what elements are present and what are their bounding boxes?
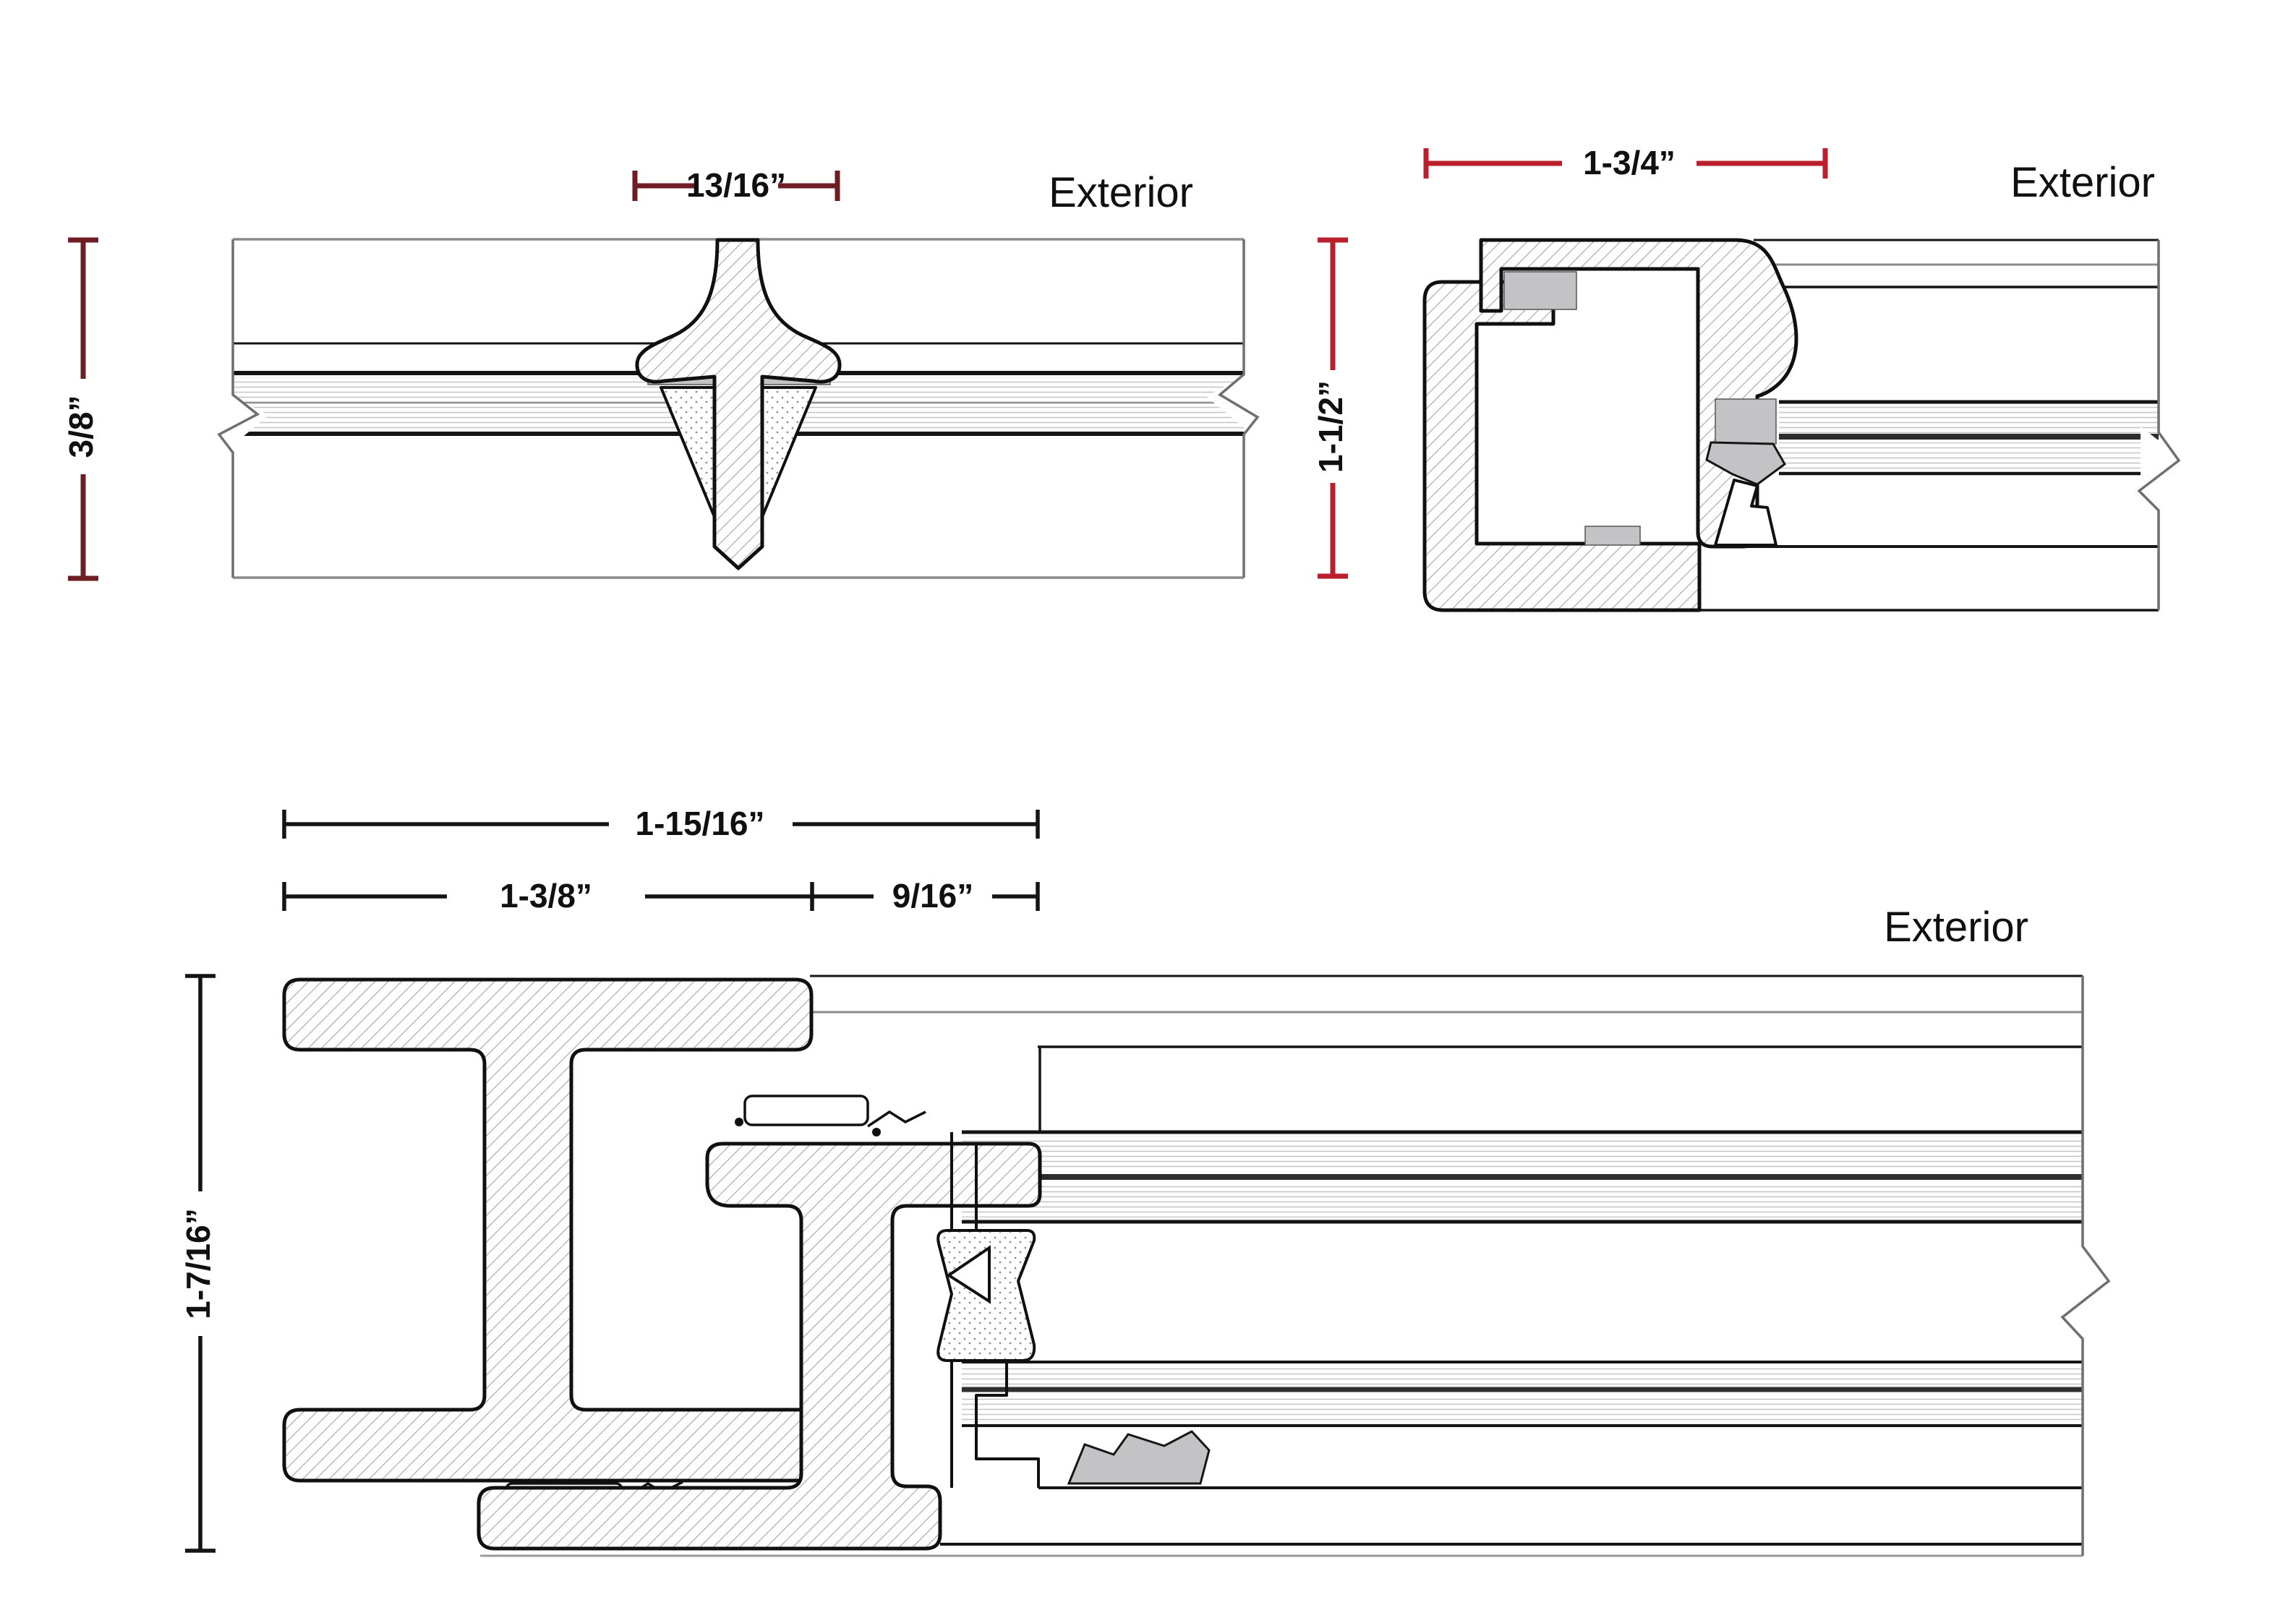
- dim-width-label: 13/16”: [686, 166, 786, 204]
- sash-rail-profile: [477, 1142, 1042, 1551]
- dim-height-label: 1-1/2”: [1312, 380, 1349, 473]
- dim-height-3-8: [68, 237, 98, 581]
- right-break-mask: [2141, 427, 2185, 515]
- receptor-channel-profile: [1422, 280, 1702, 612]
- diagram-top-right: 1-3/4” 1-1/2” Exterior: [1312, 144, 2185, 612]
- exterior-label-top-left: Exterior: [1049, 169, 1193, 216]
- dim-left-width-label: 1-3/8”: [500, 877, 592, 915]
- right-break-mask: [1206, 369, 1260, 441]
- upper-joint-gaskets: [735, 1095, 926, 1136]
- diagram-top-left: 13/16” 3/8” Exterior: [62, 166, 1260, 581]
- glazing-lines: [1701, 239, 2159, 612]
- left-break-edge: [217, 239, 260, 578]
- dim-split-widths: [282, 882, 1040, 911]
- glazing-bead: [1714, 479, 1778, 547]
- gasket-block-sill: [1584, 526, 1641, 546]
- dim-overall-width: [282, 810, 1040, 839]
- dim-height-label: 1-7/16”: [179, 1208, 217, 1319]
- head-jamb-profile: [1479, 238, 1798, 549]
- left-break-mask: [217, 389, 269, 458]
- right-break-edge: [1218, 239, 1260, 578]
- dim-height-label: 3/8”: [62, 395, 100, 458]
- bottom-wedge-gasket: [1067, 1430, 1211, 1485]
- t-mullion-profile: [635, 238, 842, 570]
- frame-glazing-lines: [480, 975, 2083, 1557]
- dim-height-1-1-2: [1318, 237, 1348, 579]
- right-break-mask: [2064, 1239, 2114, 1346]
- dim-width-1-3-4: [1423, 148, 1828, 179]
- dim-width-13-16: [632, 171, 840, 201]
- exterior-label-bottom: Exterior: [1884, 904, 2028, 951]
- dim-overall-width-label: 1-15/16”: [635, 805, 764, 842]
- right-break-edge: [2060, 976, 2111, 1556]
- dim-right-width-label: 9/16”: [892, 877, 974, 915]
- i-beam-profile: [282, 977, 821, 1483]
- gasket-block-head: [1503, 271, 1577, 310]
- spacer-arrow-notch: [946, 1245, 991, 1304]
- dim-width-label: 1-3/4”: [1583, 144, 1676, 181]
- diagram-bottom: 1-15/16” 1-3/8” 9/16” 1-7/16” Exterior: [179, 805, 2114, 1557]
- exterior-label-top-right: Exterior: [2010, 159, 2155, 206]
- dim-height-1-7-16: [185, 974, 215, 1553]
- gasket-block-glazing: [1715, 398, 1777, 445]
- right-break-edge: [2137, 240, 2181, 610]
